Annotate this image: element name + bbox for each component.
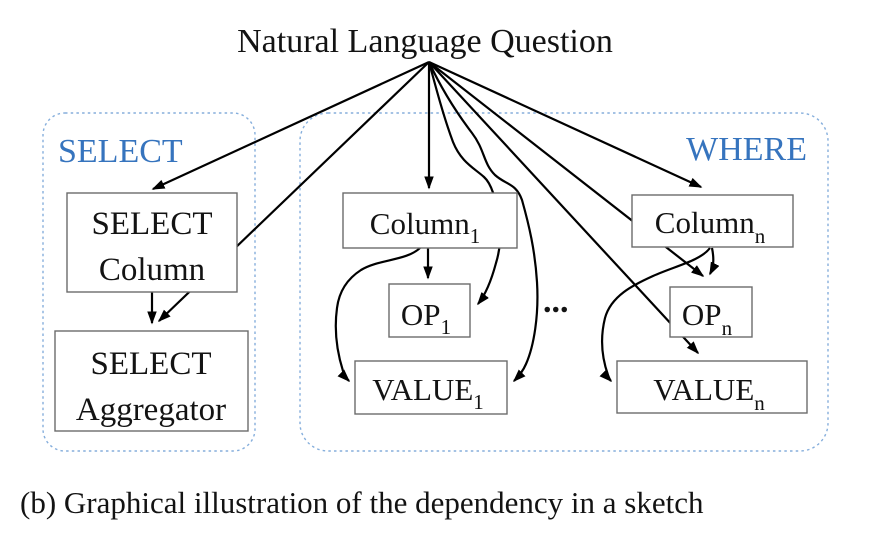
select-aggregator-label-line2: Aggregator [76,392,226,428]
value1-label: VALUE1 [372,372,484,414]
arrow-question-to-columnN [428,61,703,188]
arrow-question-to-op1 [427,61,502,306]
select-column-node: SELECT Column [66,192,238,293]
select-column-label-line1: SELECT [92,206,213,242]
valueN-node: VALUEn [616,360,808,415]
arrow-question-to-value1 [428,61,539,383]
figure-caption: (b) Graphical illustration of the depend… [20,485,704,520]
arrow-columnN-to-opN [709,247,720,276]
where-group-label: WHERE [686,131,807,168]
select-group-label: SELECT [58,133,183,170]
valueN-label: VALUEn [653,372,765,415]
select-aggregator-node: SELECT Aggregator [54,330,249,432]
columnN-label: Columnn [655,205,766,248]
arrow-question-to-valueN [428,61,700,355]
column1-box [342,192,518,249]
columnN-node: Columnn [631,194,794,248]
op1-box [388,283,471,338]
opN-node: OPn [669,286,753,340]
arrow-question-to-select-column [151,61,430,190]
diagram-title: Natural Language Question [237,23,613,60]
select-aggregator-box [54,330,249,432]
where-slots-ellipsis: ... [543,283,569,320]
opN-box [669,286,753,338]
where-group-container [299,112,829,452]
arrow-column1-to-value1 [334,247,421,383]
value1-node: VALUE1 [354,360,508,415]
select-column-box [66,192,238,293]
column1-label: Column1 [370,206,480,248]
valueN-box [616,360,808,414]
select-aggregator-label-line1: SELECT [91,346,212,382]
column1-node: Column1 [342,192,518,249]
op1-label: OP1 [401,297,451,339]
arrow-columnN-to-valueN [599,247,711,383]
value1-box [354,360,508,415]
op1-node: OP1 [388,283,471,339]
columnN-box [631,194,794,248]
select-column-label-line2: Column [99,252,205,288]
select-group-container [42,112,256,452]
opN-label: OPn [682,297,733,340]
